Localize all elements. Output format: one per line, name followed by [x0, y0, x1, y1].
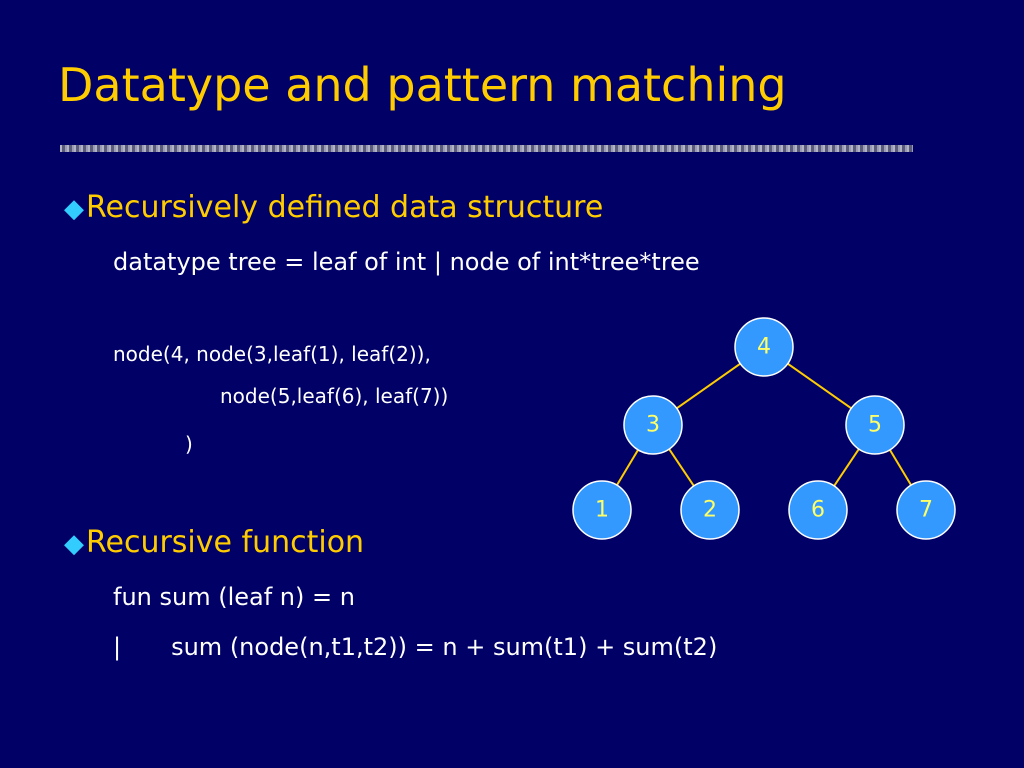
tree-node-5: 5: [845, 395, 905, 455]
tree-edge-n4-n3: [676, 362, 741, 410]
example-line-3: ): [185, 432, 193, 456]
tree-edge-n3-n1: [616, 449, 639, 486]
tree-node-label: 1: [595, 498, 609, 523]
pipe-symbol: |: [113, 633, 122, 661]
tree-node-6: 6: [788, 480, 848, 540]
tree-node-circle: [572, 480, 632, 540]
tree-node-circle: [623, 395, 683, 455]
tree-node-2: 2: [680, 480, 740, 540]
example-line-2: node(5,leaf(6), leaf(7)): [220, 384, 449, 408]
tree-node-label: 5: [868, 413, 882, 438]
tree-node-3: 3: [623, 395, 683, 455]
tree-node-7: 7: [896, 480, 956, 540]
bullet-recursive-data: ◆Recursively defined data structure: [64, 190, 603, 226]
diamond-bullet-icon: ◆: [64, 194, 84, 224]
tree-node-circle: [845, 395, 905, 455]
tree-node-1: 1: [572, 480, 632, 540]
tree-node-circle: [680, 480, 740, 540]
bullet-text: Recursively defined data structure: [86, 190, 604, 225]
tree-node-circle: [788, 480, 848, 540]
tree-edge-n5-n6: [833, 448, 860, 487]
tree-node-circle: [896, 480, 956, 540]
tree-edge-n3-n2: [668, 448, 695, 487]
diamond-bullet-icon: ◆: [64, 529, 84, 559]
tree-edge-n5-n7: [889, 449, 912, 486]
title-divider: [60, 145, 913, 152]
function-line-2: | sum (node(n,t1,t2)) = n + sum(t1) + sum…: [113, 633, 717, 662]
datatype-declaration: datatype tree = leaf of int | node of in…: [113, 248, 700, 276]
tree-node-label: 2: [703, 498, 717, 523]
tree-edge-n4-n5: [787, 362, 852, 410]
tree-node-label: 3: [646, 413, 660, 438]
tree-node-label: 6: [811, 498, 825, 523]
tree-node-label: 7: [919, 498, 933, 523]
tree-node-label: 4: [757, 335, 771, 360]
example-line-1: node(4, node(3,leaf(1), leaf(2)),: [113, 342, 431, 366]
tree-node-circle: [734, 317, 794, 377]
tree-node-4: 4: [734, 317, 794, 377]
bullet-text: Recursive function: [86, 525, 365, 560]
bullet-recursive-function: ◆Recursive function: [64, 525, 364, 561]
function-clause: sum (node(n,t1,t2)) = n + sum(t1) + sum(…: [171, 633, 718, 661]
slide-title: Datatype and pattern matching: [58, 58, 787, 112]
function-line-1: fun sum (leaf n) = n: [113, 583, 355, 611]
